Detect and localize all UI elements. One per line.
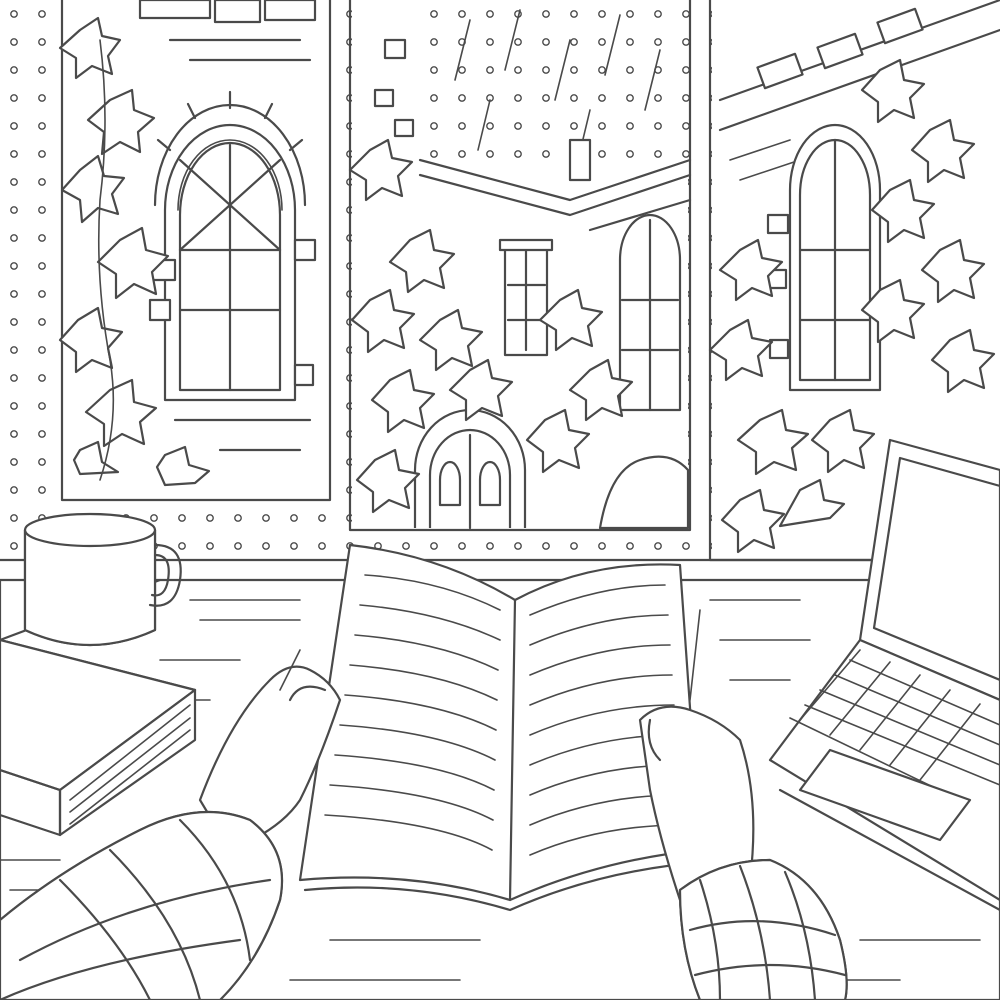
right-hand [638, 609, 755, 902]
middle-window-pane [348, 0, 692, 530]
right-sleeve [678, 858, 848, 1000]
left-sleeve [0, 810, 284, 1000]
coffee-mug [23, 512, 182, 647]
rain-streaks [420, 0, 688, 170]
closed-book [0, 638, 197, 837]
ivy-leaves-right [708, 58, 996, 554]
ivy-leaves-middle [348, 138, 690, 530]
building-middle [373, 38, 692, 530]
laptop-keyboard [789, 649, 1000, 801]
book-text-lines-right [529, 584, 683, 856]
arched-window-right [766, 123, 882, 392]
ivy-leaves-left [58, 16, 211, 487]
arched-doorway [413, 408, 527, 530]
left-hand [198, 649, 342, 852]
open-book [298, 543, 707, 912]
arched-window-left [148, 90, 317, 452]
laptop-trackpad [798, 748, 972, 842]
brick-row-top-left [138, 0, 317, 62]
book-text-lines-left [324, 574, 501, 851]
left-window-pane [58, 0, 328, 498]
brick-row-top-right [718, 0, 1000, 181]
laptop [768, 438, 1000, 912]
